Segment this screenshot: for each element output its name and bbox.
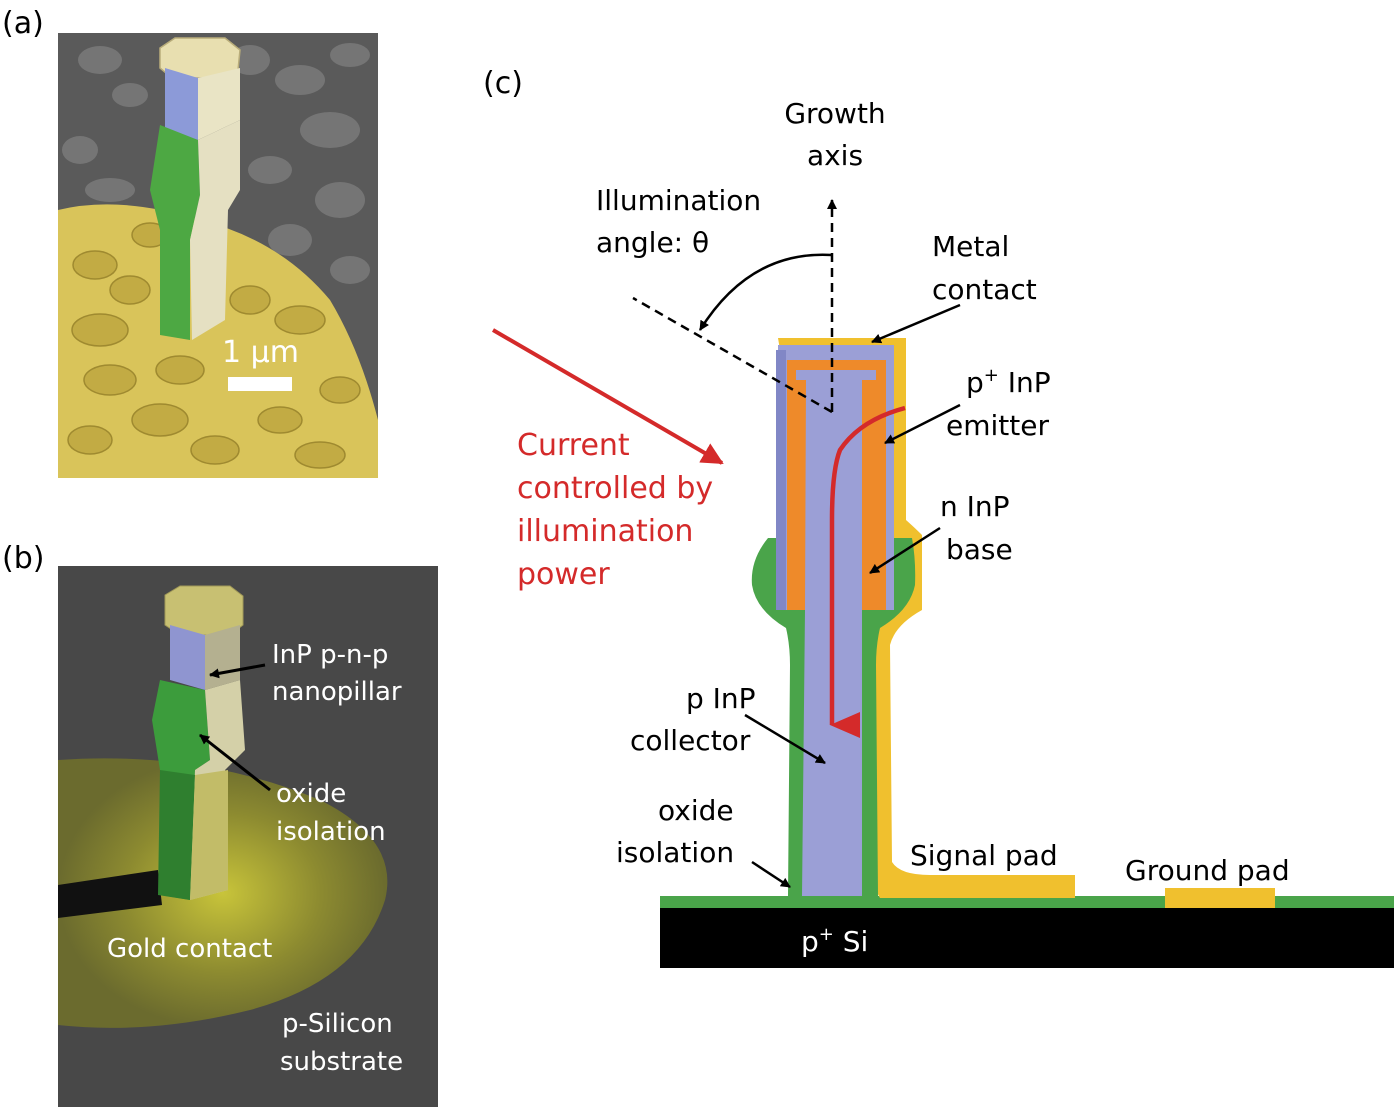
illumination-angle-line1: Illumination: [596, 184, 761, 217]
oxide-label-c-line1: oxide: [658, 794, 734, 827]
emitter-p: p: [966, 366, 984, 399]
illumination-direction-line: [632, 296, 833, 414]
base-label-line1: n InP: [940, 490, 1010, 523]
ground-pad-label: Ground pad: [1125, 854, 1290, 887]
collector-label-line1: p InP: [686, 682, 756, 715]
growth-axis-label-line2: axis: [807, 139, 863, 172]
oxide-label-line1: oxide: [276, 779, 346, 809]
scale-bar-label: 1 µm: [222, 335, 299, 370]
ground-pad: [1165, 888, 1275, 908]
oxide-label-line2: isolation: [276, 817, 386, 847]
base-label-line2: base: [946, 533, 1013, 566]
oxide-arrow-c: [751, 860, 791, 889]
growth-axis-label-line1: Growth: [784, 97, 885, 130]
p-si-substrate: [660, 908, 1394, 968]
metal-contact-label-line1: Metal: [932, 230, 1009, 263]
gold-contact-label: Gold contact: [107, 934, 272, 964]
substrate-si: Si: [834, 925, 868, 958]
nanopillar-arrow: [209, 663, 266, 679]
panel-a-label: (a): [2, 6, 44, 41]
metal-contact-arrow: [871, 303, 961, 344]
collector-label-line2: collector: [630, 724, 751, 757]
substrate-label-line1: p-Silicon: [282, 1009, 393, 1039]
panel-a: (a): [2, 6, 378, 478]
nanopillar-label-line2: nanopillar: [272, 677, 402, 707]
metal-contact-label-line2: contact: [932, 273, 1037, 306]
inp-emitter-top-left: [776, 350, 786, 610]
illumination-angle-line2: angle: θ: [596, 226, 709, 259]
emitter-sup: +: [984, 365, 999, 386]
sem-nanopillar: [150, 37, 241, 340]
substrate-sup: +: [819, 924, 834, 945]
contact-wire: [58, 870, 162, 918]
inner-core-top: [796, 370, 876, 380]
substrate-label-c: p+ Si: [801, 924, 868, 958]
nanopillar-label-line1: InP p-n-p: [272, 640, 388, 670]
sem-gold-grains: [67, 222, 361, 469]
emitter-label-line2: emitter: [946, 409, 1049, 442]
collector-arrow: [744, 713, 826, 765]
panel-b: (b) InP p-n-p nanopillar oxide isolation…: [2, 541, 438, 1107]
oxide-label-c-line2: isolation: [616, 836, 734, 869]
panel-c-label: (c): [483, 66, 523, 101]
substrate-label-line2: substrate: [280, 1047, 403, 1077]
signal-pad-label: Signal pad: [910, 839, 1058, 872]
substrate-p: p: [801, 925, 819, 958]
current-note-line3: illumination: [517, 514, 693, 549]
emitter-arrow: [884, 403, 961, 445]
panel-c: (c) Growth axis Illumination angle: [483, 66, 1394, 968]
angle-arc: [698, 253, 833, 331]
current-path-arrow: [829, 405, 906, 738]
current-note-line4: power: [517, 557, 610, 592]
base-arrow: [869, 526, 941, 575]
current-note-line1: Current: [517, 428, 630, 463]
illumination-arrow: [491, 328, 724, 465]
emitter-inp: InP: [999, 366, 1051, 399]
scale-bar: [228, 377, 292, 391]
sem-surface-grains: [62, 43, 370, 284]
emitter-label-line1: p+ InP: [966, 365, 1051, 399]
panel-b-label: (b): [2, 541, 44, 576]
gold-contact-disc: [58, 758, 388, 1028]
oxide-arrow: [199, 733, 271, 792]
current-note-line2: controlled by: [517, 471, 713, 506]
